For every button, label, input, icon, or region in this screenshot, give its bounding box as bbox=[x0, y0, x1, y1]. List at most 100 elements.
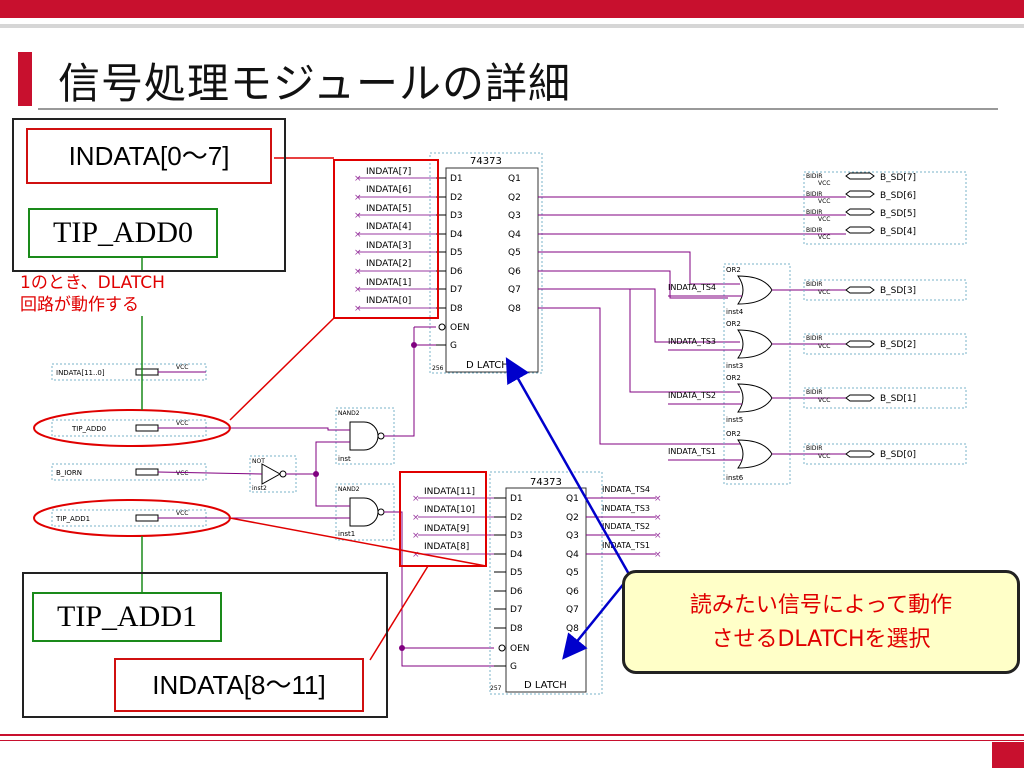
latch-bottom-d4: D4 bbox=[510, 550, 523, 560]
svg-text:VCC: VCC bbox=[818, 234, 830, 241]
latch-bottom-name: D LATCH bbox=[524, 680, 567, 691]
bottom-red-line-2 bbox=[0, 740, 1024, 741]
latch-top: 74373 D LATCH 256 D1 D2 D3 D4 D5 D6 D7 D… bbox=[333, 152, 543, 374]
latch-bottom-q3: Q3 bbox=[566, 531, 579, 541]
control-wires bbox=[157, 326, 494, 667]
latch-top-in-7: INDATA[7] bbox=[366, 167, 411, 177]
callout-arrows bbox=[505, 357, 632, 660]
bottom-red-line bbox=[0, 734, 1024, 736]
tip-add0-note-line-2: 回路が動作する bbox=[20, 295, 139, 315]
title-underline bbox=[38, 108, 998, 110]
svg-text:BIDIR: BIDIR bbox=[806, 173, 822, 180]
or-gate-group: OR2 INDATA_TS4 inst4 OR2 INDATA_TS3 inst… bbox=[668, 263, 967, 485]
svg-text:×: × bbox=[654, 494, 662, 504]
latch-top-ref: 256 bbox=[432, 365, 444, 372]
bidir-b-sd7: B_SD[7] bbox=[880, 173, 916, 183]
latch-bottom-q2: Q2 bbox=[566, 513, 579, 523]
svg-text:BIDIR: BIDIR bbox=[806, 209, 822, 216]
latch-top-d2: D2 bbox=[450, 193, 463, 203]
svg-text:VCC: VCC bbox=[818, 216, 830, 223]
pin-indata-bus: INDATA[11..0] bbox=[56, 369, 105, 377]
latch-top-q7: Q7 bbox=[508, 285, 521, 295]
latch-bottom-d2: D2 bbox=[510, 513, 523, 523]
latch-bottom-q6: Q6 bbox=[566, 587, 579, 597]
latch-bottom-q4: Q4 bbox=[566, 550, 579, 560]
latch-top-q5: Q5 bbox=[508, 248, 521, 258]
latch-top-name: D LATCH bbox=[466, 360, 509, 371]
latch-bottom-oen: OEN bbox=[510, 644, 530, 654]
svg-text:×: × bbox=[412, 513, 420, 523]
latch-bottom-part: 74373 bbox=[530, 477, 562, 488]
svg-text:×: × bbox=[354, 285, 362, 295]
latch-top-d8: D8 bbox=[450, 304, 463, 314]
bottom-red-block bbox=[992, 742, 1024, 768]
svg-text:BIDIR: BIDIR bbox=[806, 445, 822, 452]
pin-tip-add0-tag: VCC bbox=[176, 420, 188, 427]
or-gate-inst-3: inst5 bbox=[726, 416, 743, 424]
latch-top-d7: D7 bbox=[450, 285, 463, 295]
latch-top-in-1: INDATA[1] bbox=[366, 278, 411, 288]
latch-top-q8: Q8 bbox=[508, 304, 521, 314]
indata-low-label: INDATA[0～7] bbox=[26, 128, 272, 184]
svg-text:BIDIR: BIDIR bbox=[806, 227, 822, 234]
svg-text:×: × bbox=[354, 211, 362, 221]
latch-bottom-in-11: INDATA[11] bbox=[424, 487, 475, 497]
or-gate-type-3: OR2 bbox=[726, 374, 741, 382]
latch-bottom-q5: Q5 bbox=[566, 568, 579, 578]
or-gate-inst-4: inst6 bbox=[726, 474, 744, 482]
gate-nand-top-inst: inst bbox=[338, 455, 351, 463]
latch-bottom-d6: D6 bbox=[510, 587, 523, 597]
tip-add0-note-line-1: 1のとき、DLATCH bbox=[20, 273, 165, 293]
svg-text:×: × bbox=[412, 531, 420, 541]
latch-bottom-d3: D3 bbox=[510, 531, 523, 541]
pin-indata-bus-tag: VCC bbox=[176, 364, 188, 371]
gate-nand-bottom-type: NAND2 bbox=[338, 486, 360, 493]
latch-top-input-highlight bbox=[333, 159, 439, 319]
svg-text:VCC: VCC bbox=[818, 289, 830, 296]
gate-not-inst: inst2 bbox=[252, 485, 267, 492]
latch-bottom-d8: D8 bbox=[510, 624, 523, 634]
tip-add0-note: 1のとき、DLATCH 回路が動作する bbox=[18, 272, 167, 316]
or-gate-type-2: OR2 bbox=[726, 320, 741, 328]
callout-line-2: させるDLATCHを選択 bbox=[711, 627, 931, 652]
top-output-wires bbox=[538, 196, 846, 445]
gate-nand-bottom-inst: inst1 bbox=[338, 530, 355, 538]
svg-text:VCC: VCC bbox=[818, 453, 830, 460]
svg-text:×: × bbox=[412, 494, 420, 504]
latch-bottom-q8: Q8 bbox=[566, 624, 579, 634]
pin-tip-add1-tag: VCC bbox=[176, 510, 188, 517]
latch-top-d4: D4 bbox=[450, 230, 463, 240]
latch-bottom-out-ts2: INDATA_TS2 bbox=[602, 522, 650, 531]
latch-bottom: 74373 D LATCH 257 D1 D2 D3 D4 D5 D6 D7 D… bbox=[399, 471, 662, 695]
bidir-b-sd0: B_SD[0] bbox=[880, 450, 916, 460]
or-gate-inst-2: inst3 bbox=[726, 362, 743, 370]
latch-bottom-q7: Q7 bbox=[566, 605, 579, 615]
latch-top-in-6: INDATA[6] bbox=[366, 185, 411, 195]
latch-bottom-in-9: INDATA[9] bbox=[424, 524, 469, 534]
pin-tip-add0: TIP_ADD0 bbox=[71, 425, 106, 433]
latch-top-g: G bbox=[450, 341, 457, 351]
latch-bottom-out-ts1: INDATA_TS1 bbox=[602, 541, 650, 550]
svg-text:VCC: VCC bbox=[818, 397, 830, 404]
top-left-frame bbox=[12, 118, 286, 272]
latch-top-in-5: INDATA[5] bbox=[366, 204, 411, 214]
bidir-b-sd2: B_SD[2] bbox=[880, 340, 916, 350]
svg-text:BIDIR: BIDIR bbox=[806, 191, 822, 198]
svg-text:BIDIR: BIDIR bbox=[806, 389, 822, 396]
latch-bottom-in-8: INDATA[8] bbox=[424, 542, 469, 552]
top-red-bar bbox=[0, 0, 1024, 18]
title-accent-bar bbox=[18, 52, 32, 106]
callout-line-1: 読みたい信号によって動作 bbox=[689, 593, 953, 618]
latch-bottom-d5: D5 bbox=[510, 568, 523, 578]
latch-bottom-input-highlight bbox=[399, 471, 487, 567]
latch-top-in-3: INDATA[3] bbox=[366, 241, 411, 251]
bidir-b-sd5: B_SD[5] bbox=[880, 209, 916, 219]
svg-text:VCC: VCC bbox=[818, 198, 830, 205]
latch-bottom-q1: Q1 bbox=[566, 494, 579, 504]
latch-bottom-d7: D7 bbox=[510, 605, 523, 615]
latch-top-d3: D3 bbox=[450, 211, 463, 221]
latch-bottom-out-ts4: INDATA_TS4 bbox=[602, 485, 650, 494]
latch-top-d6: D6 bbox=[450, 267, 463, 277]
bidir-b-sd1: B_SD[1] bbox=[880, 394, 916, 404]
